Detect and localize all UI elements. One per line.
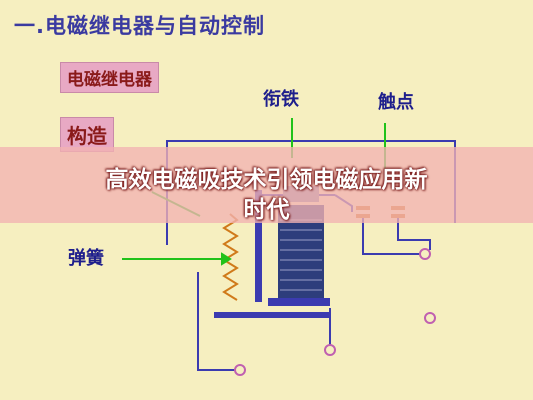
headline-line-2: 时代 [243,197,290,223]
contact-wire-right [397,218,431,250]
spring [222,213,239,301]
headline-banner [0,147,533,223]
terminals [234,248,436,376]
terminal-3 [419,248,431,260]
terminal-1 [234,364,246,376]
terminal-4 [424,312,436,324]
slide-title: 一.电磁继电器与自动控制 [14,14,265,38]
contact-label: 触点 [378,92,414,113]
headline-line-1: 高效电磁吸技术引领电磁应用新 [105,167,428,193]
left-terminal-wire [197,272,235,371]
armature-label: 衔铁 [263,89,299,110]
spring-label: 弹簧 [68,248,104,269]
contact-wire-left [362,218,420,255]
terminal-2 [324,344,336,356]
coil-base [268,298,330,306]
armature [255,190,262,302]
spring-pointer-arrow [221,252,232,266]
base-plate [214,312,330,318]
relay-label: 电磁继电器 [60,62,159,93]
